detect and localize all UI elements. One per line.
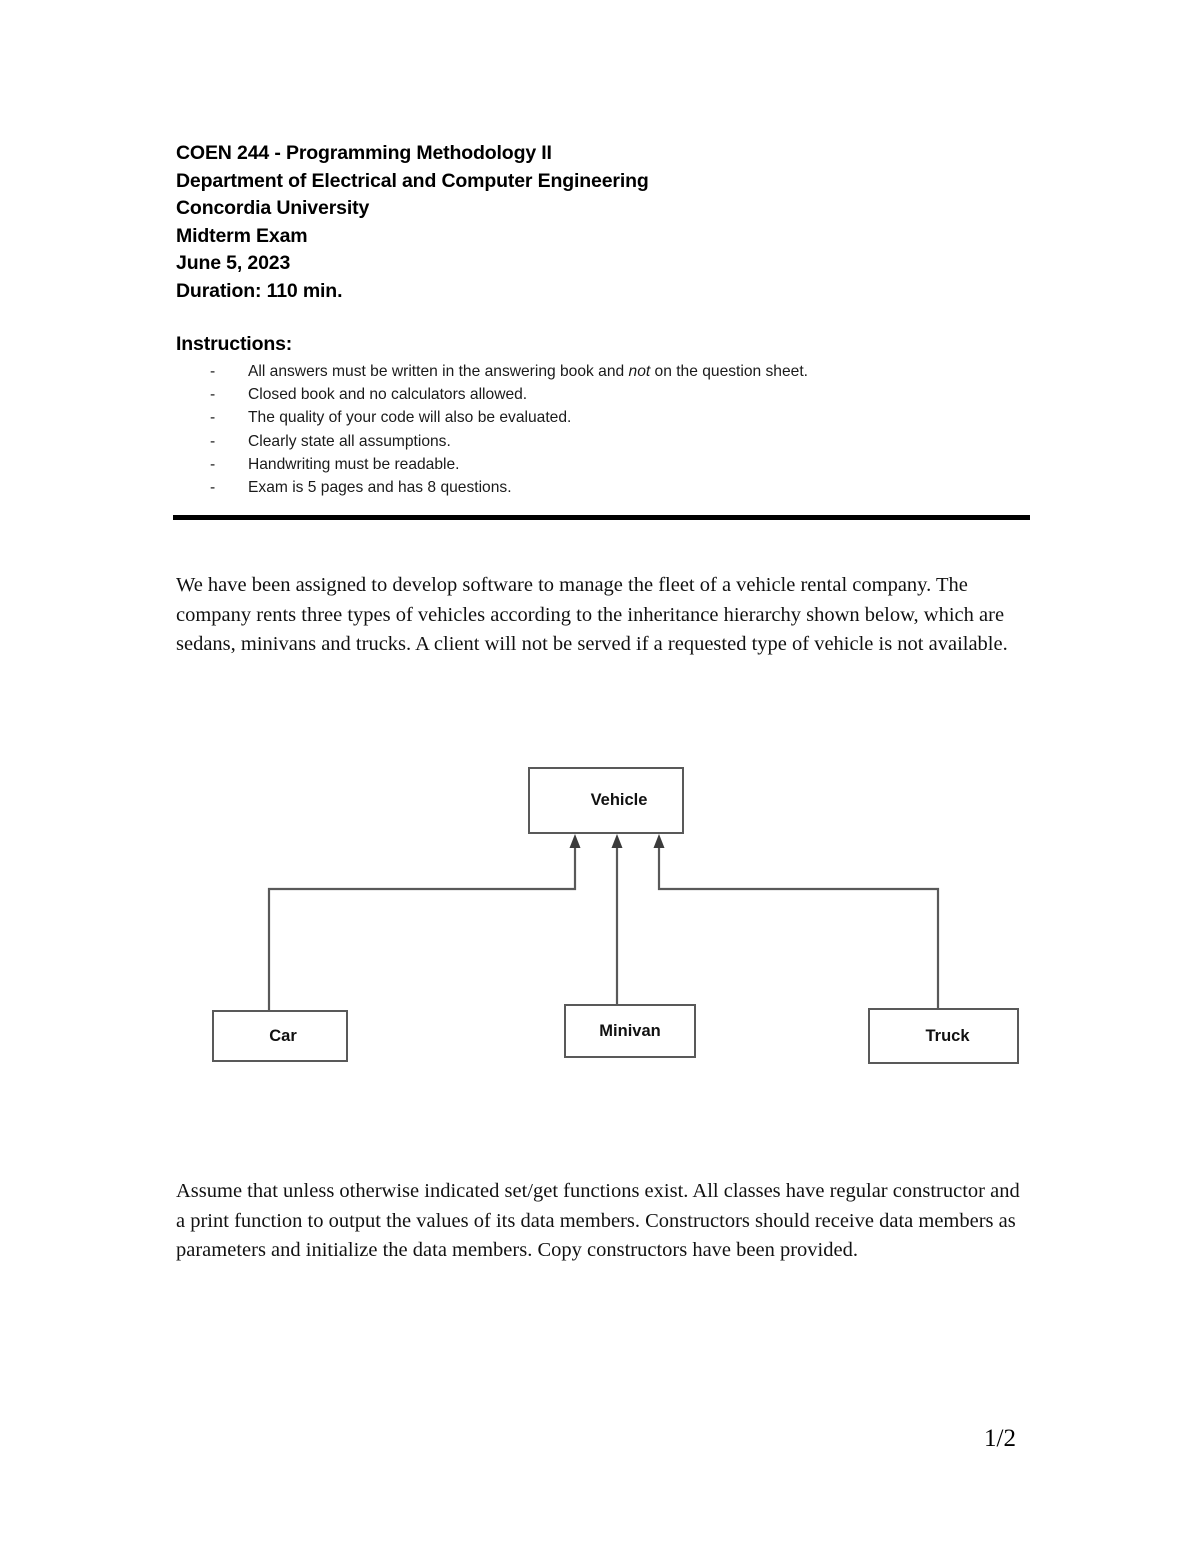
bullet-dash: -: [210, 363, 216, 380]
bullet-dash: -: [210, 479, 216, 497]
section-divider: [173, 515, 1030, 520]
instruction-text-after: on the question sheet.: [650, 363, 808, 380]
list-item: - All answers must be written in the ans…: [176, 360, 1026, 383]
diagram-node-label: Minivan: [599, 1021, 661, 1040]
header-line-date: June 5, 2023: [176, 252, 291, 274]
arrowhead-truck-icon: [653, 834, 665, 848]
instructions-list: - All answers must be written in the ans…: [176, 360, 1026, 499]
instruction-text-emphasis: not: [628, 363, 651, 380]
list-item: - Exam is 5 pages and has 8 questions.: [176, 476, 1026, 499]
instruction-text: Handwriting must be readable.: [248, 455, 460, 473]
intro-paragraph: We have been assigned to develop softwar…: [176, 574, 1008, 655]
bullet-dash: -: [210, 386, 216, 404]
diagram-node-label: Truck: [925, 1026, 970, 1045]
header-line-university: Concordia University: [176, 197, 370, 219]
instruction-text: Closed book and no calculators allowed.: [248, 386, 528, 404]
bullet-dash: -: [210, 455, 216, 473]
instruction-text: Exam is 5 pages and has 8 questions.: [248, 479, 512, 497]
diagram-node-vehicle: Vehicle: [528, 767, 684, 834]
diagram-node-label: Vehicle: [590, 791, 648, 809]
diagram-node-car: Car: [212, 1010, 348, 1062]
arrowhead-minivan-icon: [611, 834, 623, 848]
instruction-text: All answers must be written in the answe…: [248, 363, 808, 380]
bullet-dash: -: [210, 432, 216, 450]
page-number: 1/2: [984, 1425, 1016, 1452]
instruction-text: The quality of your code will also be ev…: [248, 409, 572, 427]
list-item: - Handwriting must be readable.: [176, 453, 1026, 476]
list-item: - The quality of your code will also be …: [176, 406, 1026, 429]
connector-car-to-vehicle: [267, 846, 577, 1010]
header-line-exam-type: Midterm Exam: [176, 224, 308, 247]
assume-paragraph: Assume that unless otherwise indicated s…: [176, 1180, 1020, 1261]
connector-truck-to-vehicle: [657, 846, 940, 1008]
list-item: - Clearly state all assumptions.: [176, 430, 1026, 453]
header-line-duration: Duration: 110 min.: [176, 279, 343, 302]
instructions-heading: Instructions:: [176, 333, 293, 355]
diagram-node-minivan: Minivan: [564, 1004, 696, 1058]
instruction-text-before: All answers must be written in the answe…: [248, 363, 629, 380]
arrowhead-car-icon: [569, 834, 581, 848]
bullet-dash: -: [210, 409, 216, 427]
header-line-department: Department of Electrical and Computer En…: [176, 169, 649, 192]
list-item: - Closed book and no calculators allowed…: [176, 383, 1026, 406]
instruction-text: Clearly state all assumptions.: [248, 432, 451, 450]
diagram-node-label: Car: [269, 1026, 297, 1045]
header-line-course: COEN 244 - Programming Methodology II: [176, 142, 552, 164]
exam-header: COEN 244 - Programming Methodology II De…: [176, 140, 1036, 305]
diagram-node-truck: Truck: [868, 1008, 1019, 1064]
